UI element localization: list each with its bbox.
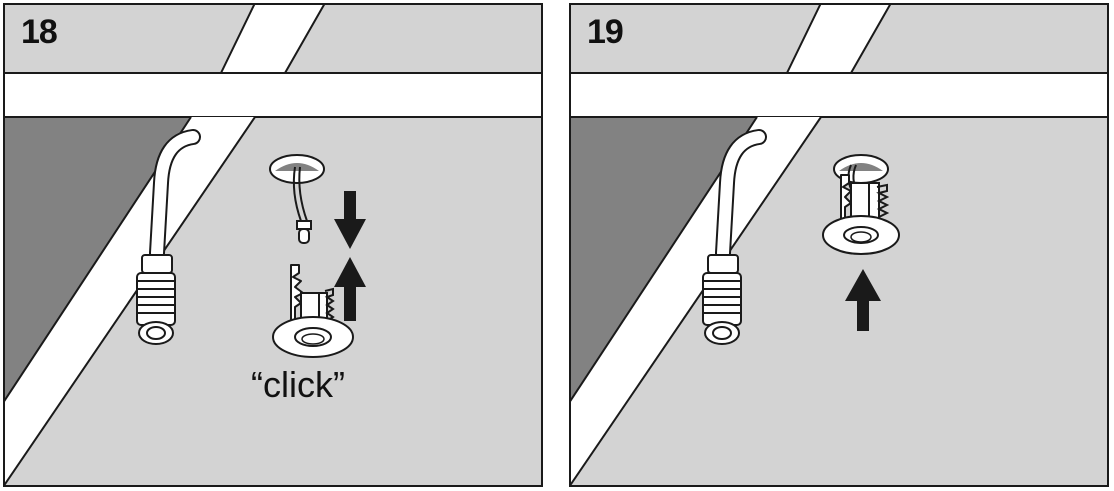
step-19-illustration [569, 3, 1109, 487]
connector-plug [702, 254, 742, 345]
power-cable [715, 129, 767, 261]
downlight-fixture [822, 164, 900, 255]
step-number: 18 [21, 13, 58, 51]
step-number: 19 [587, 13, 624, 51]
hanging-wire [292, 166, 312, 244]
step-19-panel: 19 [569, 3, 1109, 487]
click-sound-label: “click” [251, 364, 345, 405]
power-cable [149, 129, 201, 261]
arrow-down-icon [334, 191, 366, 249]
horizontal-beam [569, 72, 1109, 118]
horizontal-beam [3, 72, 543, 118]
step-18-panel: 18 “click” [3, 3, 543, 487]
step-18-illustration [3, 3, 543, 487]
connector-plug [136, 254, 176, 345]
downlight-fixture [272, 264, 354, 358]
arrow-up-icon [845, 269, 881, 331]
arrow-up-icon [334, 257, 366, 321]
